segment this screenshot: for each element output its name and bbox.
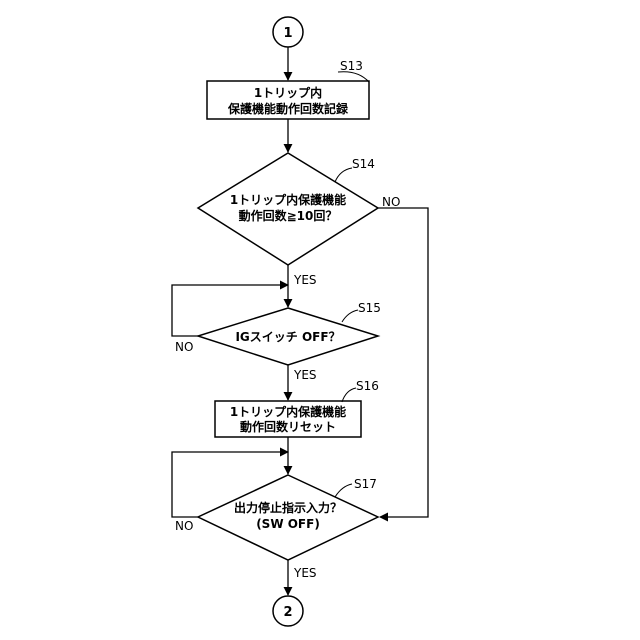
s13-step-label: S13 bbox=[340, 59, 363, 73]
s16-label-leader bbox=[342, 388, 356, 402]
start-connector-label: 1 bbox=[283, 26, 292, 41]
s17-text-line2: (SW OFF) bbox=[256, 517, 320, 531]
s15-label-leader bbox=[342, 310, 358, 322]
s16-step-label: S16 bbox=[356, 379, 379, 393]
s17-yes-label: YES bbox=[293, 566, 317, 580]
start-connector: 1 bbox=[273, 17, 303, 47]
s15-no-label: NO bbox=[175, 340, 193, 354]
s14-step-label: S14 bbox=[352, 157, 375, 171]
s14-decision: 1トリップ内保護機能 動作回数≧10回？ bbox=[198, 153, 378, 265]
s14-no-label: NO bbox=[382, 195, 400, 209]
s14-no-path bbox=[378, 208, 428, 517]
s17-decision: 出力停止指示入力？ (SW OFF) bbox=[198, 475, 378, 560]
s14-label-leader bbox=[335, 168, 352, 182]
s13-text-line1: 1トリップ内 bbox=[254, 85, 322, 100]
end-connector: 2 bbox=[273, 596, 303, 626]
s14-text-line2: 動作回数≧10回？ bbox=[239, 208, 338, 223]
s14-text-line1: 1トリップ内保護機能 bbox=[230, 192, 346, 207]
s17-text-line1: 出力停止指示入力？ bbox=[234, 500, 342, 515]
s13-text-line2: 保護機能動作回数記録 bbox=[227, 101, 349, 116]
s17-label-leader bbox=[335, 484, 352, 497]
s15-step-label: S15 bbox=[358, 301, 381, 315]
s15-yes-label: YES bbox=[293, 368, 317, 382]
s16-text-line1: 1トリップ内保護機能 bbox=[230, 404, 346, 419]
s17-step-label: S17 bbox=[354, 477, 377, 491]
s15-decision: IGスイッチ OFF？ bbox=[198, 308, 378, 365]
end-connector-label: 2 bbox=[283, 605, 292, 620]
s17-no-label: NO bbox=[175, 519, 193, 533]
s16-process-box: 1トリップ内保護機能 動作回数リセット bbox=[215, 401, 361, 437]
s14-yes-label: YES bbox=[293, 273, 317, 287]
s16-text-line2: 動作回数リセット bbox=[240, 419, 336, 434]
s15-text-line1: IGスイッチ OFF？ bbox=[235, 330, 340, 344]
s13-process-box: 1トリップ内 保護機能動作回数記録 bbox=[207, 81, 369, 119]
